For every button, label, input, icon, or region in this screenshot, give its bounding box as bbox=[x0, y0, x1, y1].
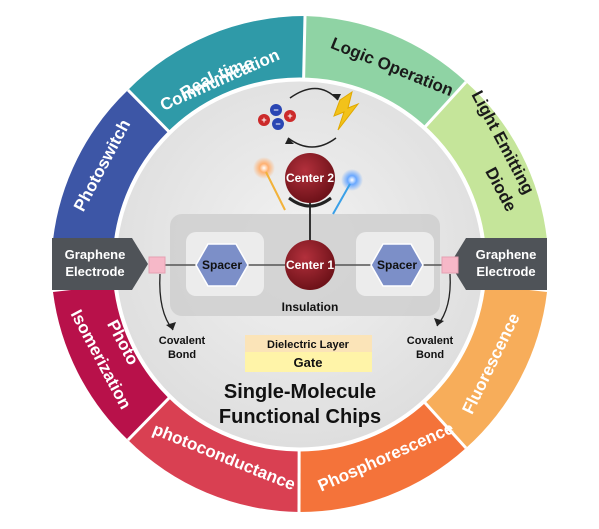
charge-cycle-icon: + − − + bbox=[258, 87, 341, 148]
right-electrode-line1: Graphene bbox=[476, 247, 537, 262]
gate-label: Gate bbox=[294, 355, 323, 370]
svg-text:−: − bbox=[273, 105, 278, 115]
insulation-label: Insulation bbox=[282, 300, 339, 314]
right-electrode: Graphene Electrode bbox=[450, 238, 547, 290]
covalent-arrow-left bbox=[159, 273, 176, 331]
right-contact bbox=[441, 256, 459, 274]
left-electrode: Graphene Electrode bbox=[52, 238, 148, 290]
center1-label: Center 1 bbox=[286, 258, 334, 272]
left-electrode-line2: Electrode bbox=[65, 264, 124, 279]
covalent-left-line1: Covalent bbox=[159, 335, 206, 347]
spacer-left-label: Spacer bbox=[202, 258, 242, 272]
center2-cup bbox=[288, 196, 332, 208]
title-line2: Functional Chips bbox=[219, 406, 381, 428]
spacer-right-hexagon bbox=[370, 243, 424, 287]
left-contact bbox=[148, 256, 166, 274]
lightning-icon bbox=[333, 90, 360, 131]
blue-light-source bbox=[332, 169, 363, 215]
right-electrode-line2: Electrode bbox=[476, 264, 535, 279]
covalent-right-line2: Bond bbox=[416, 349, 444, 361]
dielectric-layer bbox=[245, 335, 372, 352]
covalent-right-line1: Covalent bbox=[407, 335, 454, 347]
spacer-right-label: Spacer bbox=[377, 258, 417, 272]
dielectric-label: Dielectric Layer bbox=[267, 339, 350, 351]
title-line1: Single-Molecule bbox=[224, 381, 376, 403]
svg-text:−: − bbox=[275, 119, 280, 129]
center2-node bbox=[285, 153, 335, 203]
center2-label: Center 2 bbox=[286, 171, 334, 185]
covalent-left-line2: Bond bbox=[168, 349, 196, 361]
gate-layer bbox=[245, 352, 372, 372]
orange-light-source bbox=[253, 157, 286, 211]
center1-node bbox=[285, 240, 335, 290]
left-electrode-line1: Graphene bbox=[65, 247, 126, 262]
spacer-left-hexagon bbox=[195, 243, 249, 287]
svg-text:+: + bbox=[261, 115, 266, 125]
svg-text:+: + bbox=[287, 111, 292, 121]
covalent-arrow-right bbox=[434, 273, 451, 327]
